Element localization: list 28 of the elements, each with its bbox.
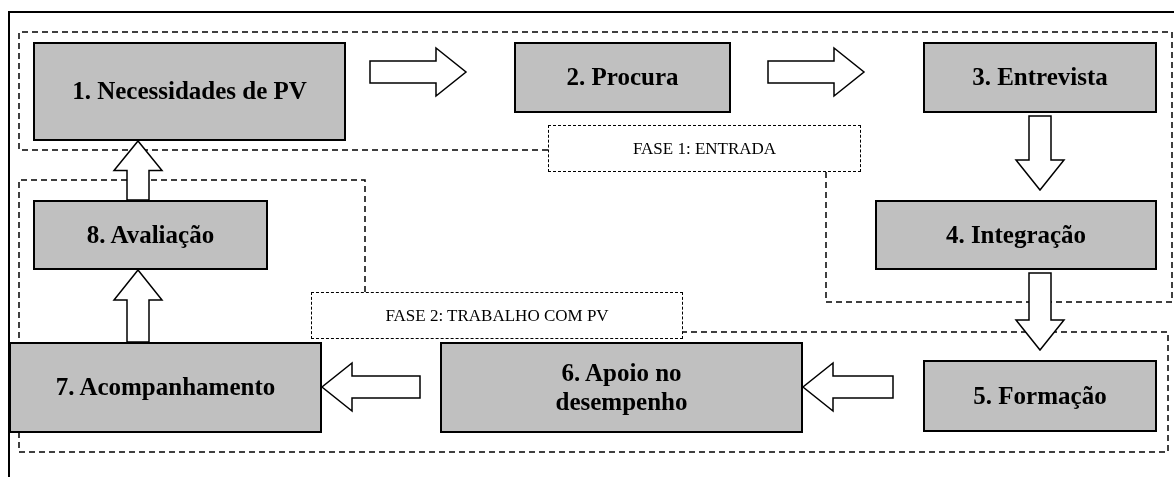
phase-label-box (548, 125, 861, 172)
process-box (440, 342, 803, 433)
block-arrow (320, 361, 421, 413)
block-arrow (369, 46, 468, 98)
block-arrow (801, 361, 894, 413)
step-label: 2. Procura (566, 63, 679, 92)
step-label: 3. Entrevista (972, 63, 1108, 92)
step-label: 4. Integração (945, 220, 1087, 250)
phase-label: FASE 2: TRABALHO COM PV (385, 305, 609, 326)
process-box (923, 42, 1157, 113)
block-arrow (767, 46, 866, 98)
process-box (33, 200, 268, 270)
step-label: 7. Acompanhamento (55, 373, 276, 402)
block-arrow (112, 268, 164, 343)
process-box (923, 360, 1157, 432)
process-box (875, 200, 1157, 270)
step-label: 1. Necessidades de PV (72, 77, 307, 106)
process-box (514, 42, 731, 113)
phase-label-box (311, 292, 683, 339)
process-box (33, 42, 346, 141)
block-arrow (1014, 115, 1066, 192)
phase-label: FASE 1: ENTRADA (632, 138, 777, 159)
process-box (9, 342, 322, 433)
block-arrow (112, 139, 164, 201)
step-label: 5. Formação (973, 381, 1107, 411)
step-label: 6. Apoio no desempenho (554, 358, 689, 417)
step-label: 8. Avaliação (86, 220, 215, 250)
block-arrow (1014, 272, 1066, 352)
